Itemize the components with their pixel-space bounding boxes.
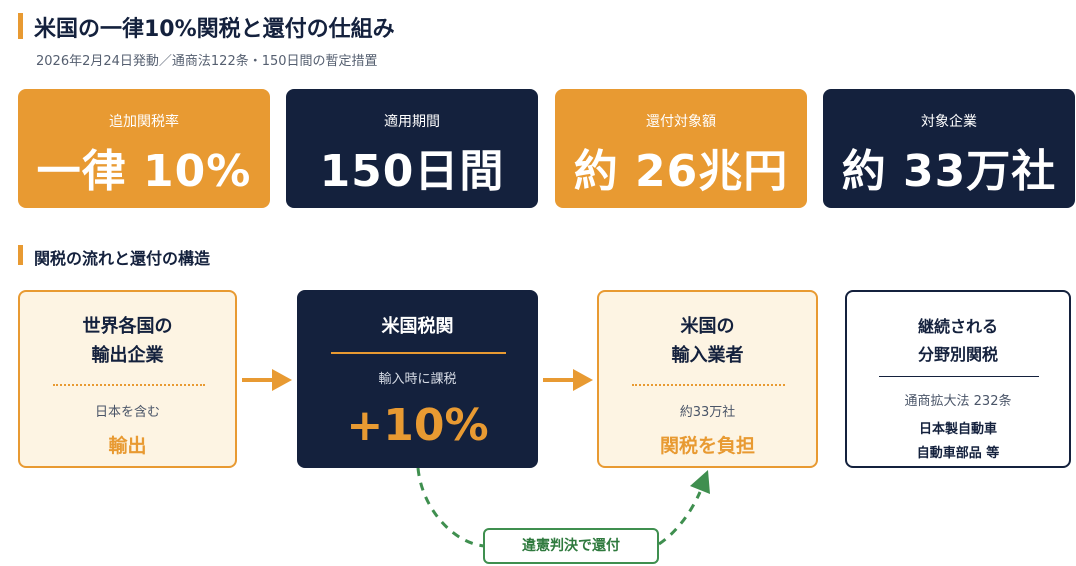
- kpi-value: 150日間: [319, 146, 505, 197]
- box-item: 日本製自動車: [918, 422, 997, 437]
- box-title-line: 世界各国の: [82, 316, 173, 337]
- box-title-line: 継続される: [917, 317, 998, 336]
- kpi-card-period: 適用期間 150日間: [286, 89, 538, 208]
- box-title-line: 分野別関税: [917, 345, 998, 364]
- kpi-card-companies: 対象企業 約 33万社: [823, 89, 1075, 208]
- kpi-value: 一律 10%: [36, 146, 252, 197]
- section-accent-bar: [18, 245, 23, 265]
- box-highlight: 輸出: [108, 435, 147, 457]
- title-accent-bar: [18, 13, 23, 39]
- divider: [331, 352, 506, 354]
- kpi-card-refund-amount: 還付対象額 約 26兆円: [555, 89, 807, 208]
- box-note: 日本を含む: [94, 405, 160, 420]
- box-note: 通商拡大法 232条: [904, 394, 1012, 409]
- flow-box-sectoral-tariffs: 継続される 分野別関税 通商拡大法 232条 日本製自動車 自動車部品 等: [845, 290, 1071, 468]
- kpi-label: 還付対象額: [646, 114, 716, 130]
- page-subtitle: 2026年2月24日発動／通商法122条・150日間の暫定措置: [36, 54, 378, 69]
- kpi-card-tariff-rate: 追加関税率 一律 10%: [18, 89, 270, 208]
- kpi-label: 追加関税率: [109, 114, 179, 130]
- box-title-line: 輸入業者: [671, 345, 744, 366]
- dotted-divider: [53, 384, 205, 386]
- page-title: 米国の一律10%関税と還付の仕組み: [34, 17, 395, 42]
- flow-box-exporters: 世界各国の 輸出企業 日本を含む 輸出: [18, 290, 237, 468]
- flow-box-customs: 米国税関 輸入時に課税 +10%: [297, 290, 538, 468]
- dotted-divider: [632, 384, 785, 386]
- kpi-label: 適用期間: [384, 114, 440, 130]
- kpi-value: 約 33万社: [841, 146, 1057, 197]
- arrow-right-icon: [242, 369, 292, 391]
- flow-box-importers: 米国の 輸入業者 約33万社 関税を負担: [597, 290, 818, 468]
- box-title: 米国税関: [381, 316, 454, 337]
- box-title-line: 輸出企業: [91, 345, 164, 366]
- box-note: 輸入時に課税: [378, 372, 457, 387]
- box-title-line: 米国の: [680, 316, 735, 337]
- arrow-right-icon: [543, 369, 593, 391]
- section-title: 関税の流れと還付の構造: [34, 249, 211, 268]
- box-highlight: +10%: [346, 400, 489, 451]
- box-note: 約33万社: [679, 405, 736, 420]
- kpi-value: 約 26兆円: [573, 146, 789, 197]
- kpi-label: 対象企業: [921, 114, 977, 130]
- refund-ruling-badge: 違憲判決で還付: [483, 528, 659, 564]
- box-highlight: 関税を負担: [659, 435, 755, 457]
- divider: [879, 376, 1039, 377]
- curved-arrow-icon: [416, 467, 710, 548]
- box-item: 自動車部品 等: [916, 446, 1000, 461]
